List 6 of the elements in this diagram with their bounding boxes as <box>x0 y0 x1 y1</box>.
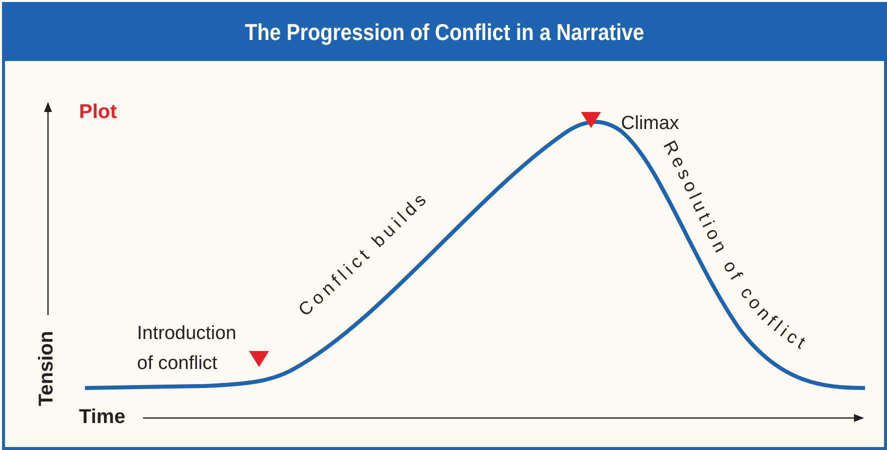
peak-label: Climax <box>621 113 680 135</box>
chart-title: The Progression of Conflict in a Narrative <box>244 19 646 46</box>
point-label: Introduction of conflict <box>137 322 238 376</box>
axis-label: Time <box>79 406 126 429</box>
axis-label: Tension <box>36 330 58 408</box>
axis-title: Plot <box>79 101 117 124</box>
